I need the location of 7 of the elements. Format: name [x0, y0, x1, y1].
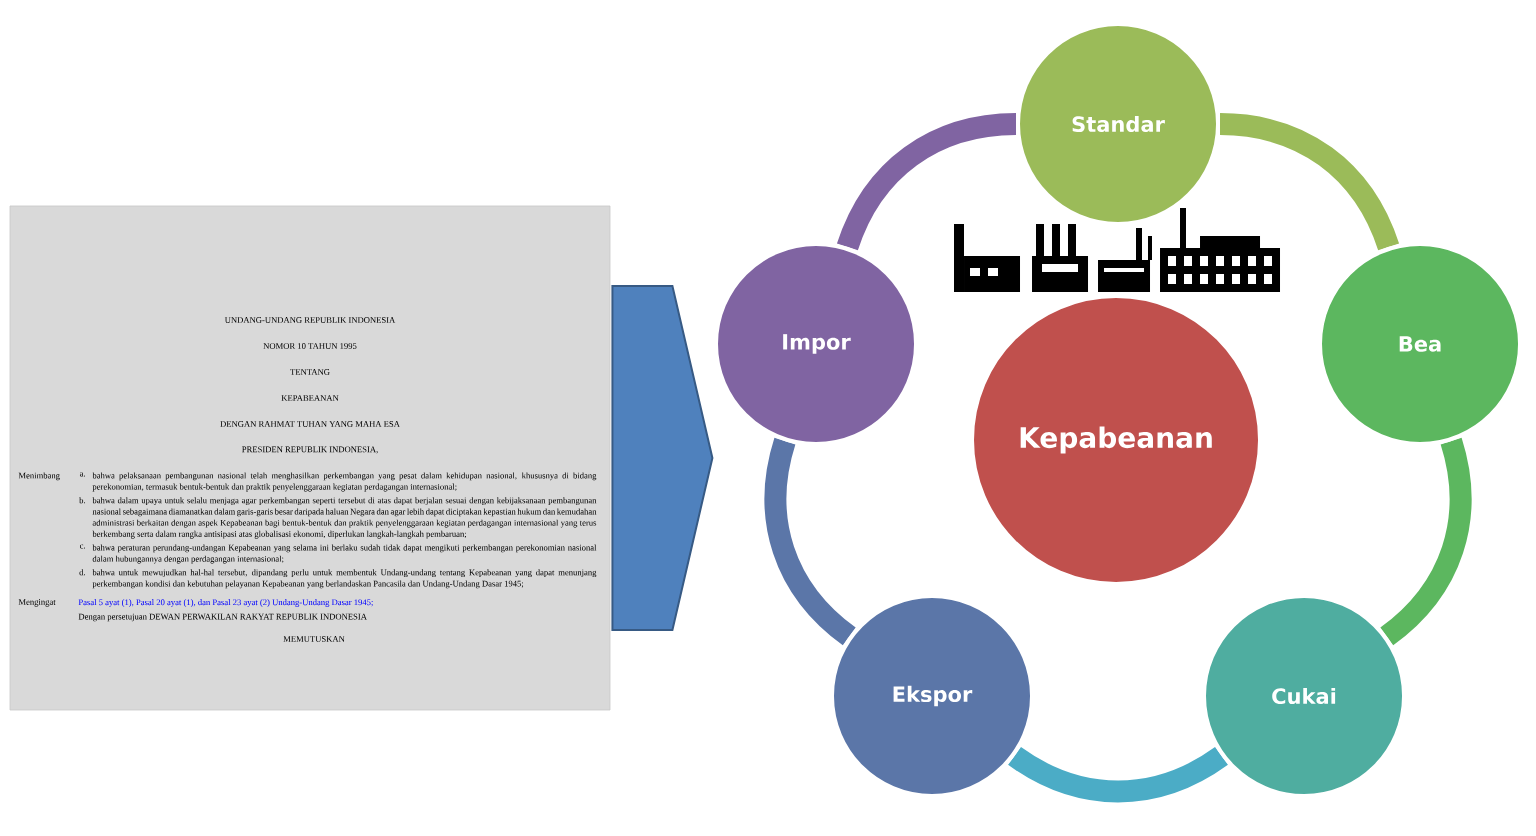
ring-arc [1008, 746, 1228, 803]
ring-arc [764, 438, 857, 645]
ring-arc [1379, 438, 1472, 645]
document-page [9, 205, 611, 711]
ring-arc [1219, 113, 1399, 251]
ring-arc [837, 113, 1017, 251]
block-arrow [611, 285, 714, 631]
